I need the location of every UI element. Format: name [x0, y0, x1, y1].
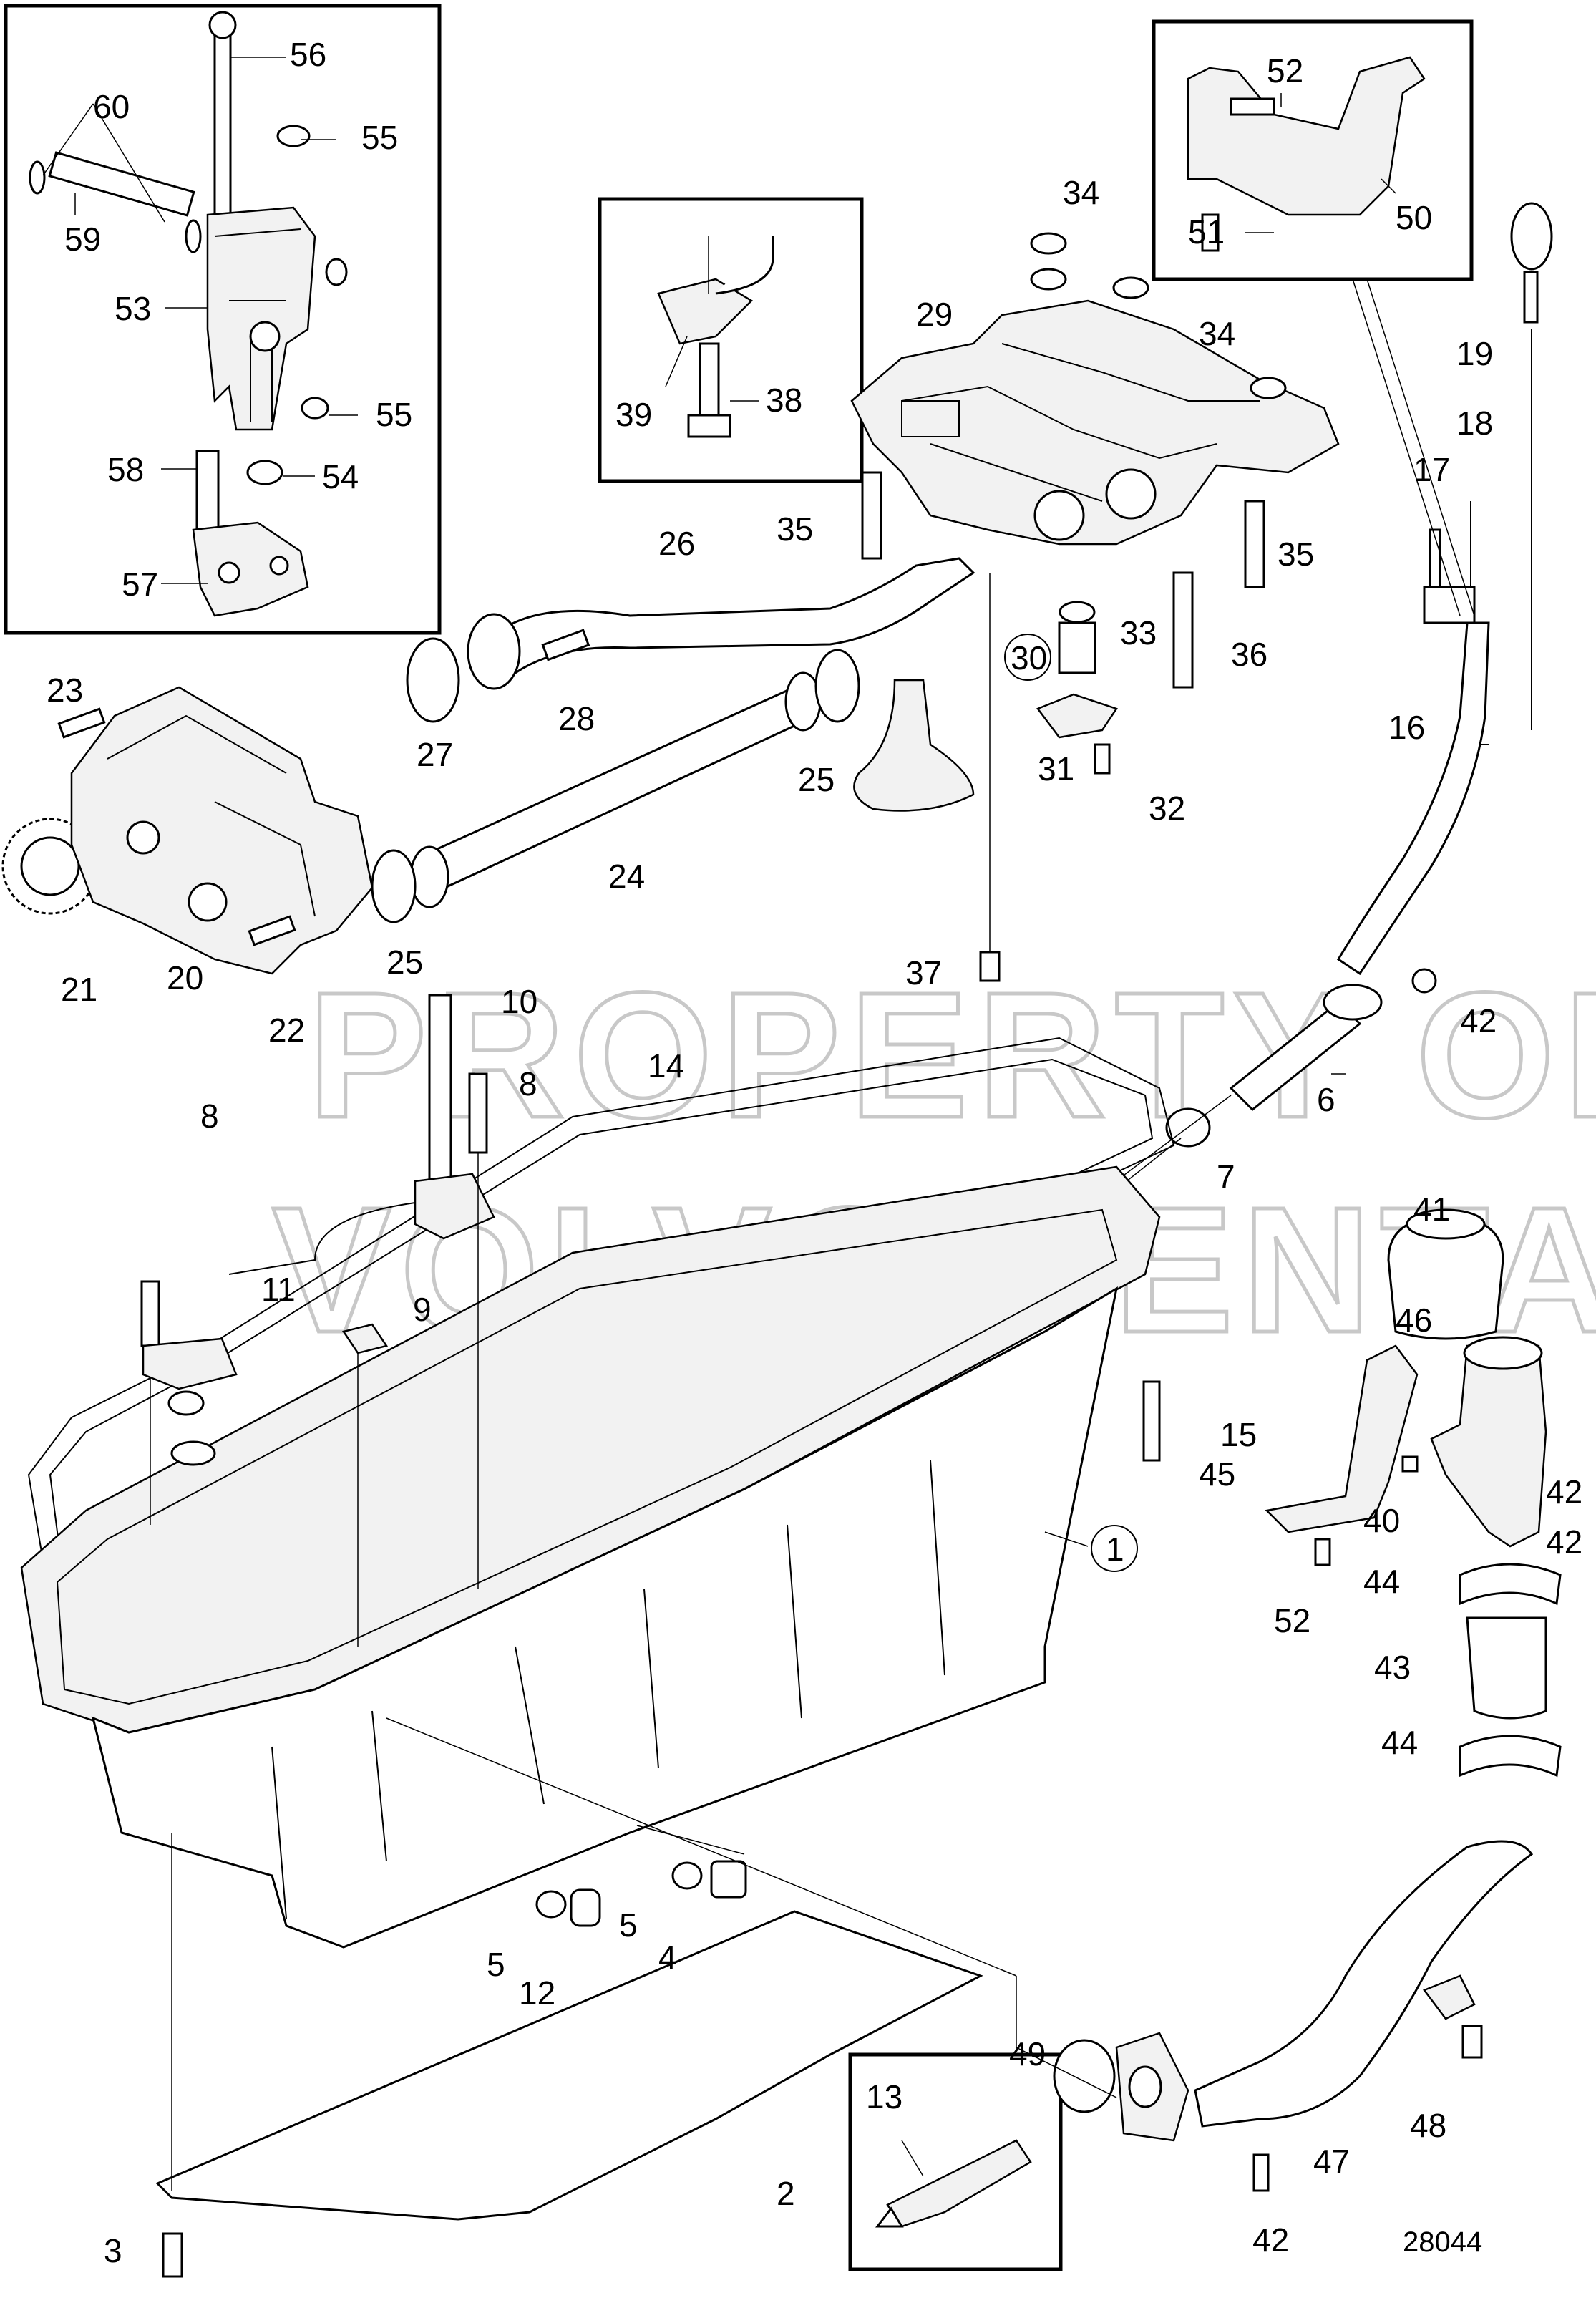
- callout-23: 23: [47, 671, 83, 709]
- callout-5b: 5: [619, 1906, 638, 1944]
- callout-47: 47: [1313, 2143, 1350, 2180]
- callout-36: 36: [1231, 636, 1267, 673]
- callout-8a: 8: [519, 1065, 537, 1102]
- inset-sealant: [848, 2052, 1063, 2271]
- callout-32: 32: [1149, 790, 1185, 827]
- callout-15: 15: [1220, 1416, 1257, 1453]
- callout-48: 48: [1410, 2107, 1446, 2144]
- callout-35b: 35: [1278, 535, 1314, 573]
- oil-pump-assembly: [1, 686, 374, 975]
- callout-14: 14: [648, 1047, 684, 1085]
- callout-55b: 55: [376, 396, 412, 433]
- callout-27: 27: [417, 736, 453, 773]
- callout-21: 21: [61, 971, 97, 1008]
- callout-8b: 8: [200, 1097, 219, 1135]
- callout-6: 6: [1317, 1081, 1335, 1118]
- inset-oil-pump: [4, 4, 442, 635]
- callout-1: 1: [1106, 1531, 1124, 1568]
- callout-3: 3: [104, 2232, 122, 2269]
- callout-58: 58: [107, 451, 144, 488]
- callout-49: 49: [1009, 2035, 1046, 2072]
- callout-labels: 56 60 55 59 53 55 58 54 57 38 39 52 50 5…: [47, 36, 1582, 2269]
- callout-28: 28: [558, 700, 595, 737]
- callout-35a: 35: [777, 510, 813, 548]
- callout-11: 11: [261, 1271, 296, 1308]
- callout-34b: 34: [1199, 315, 1235, 352]
- callout-16: 16: [1388, 709, 1425, 746]
- callout-10: 10: [501, 983, 537, 1020]
- callout-12: 12: [519, 1974, 555, 2012]
- callout-7: 7: [1217, 1158, 1235, 1196]
- callout-24: 24: [608, 858, 645, 895]
- oil-pan: [20, 994, 1175, 2278]
- callout-52b: 52: [1274, 1602, 1310, 1639]
- callout-57: 57: [122, 566, 158, 603]
- callout-55a: 55: [361, 119, 398, 156]
- callout-5a: 5: [487, 1946, 505, 1983]
- callout-38: 38: [766, 382, 802, 419]
- callout-22: 22: [268, 1012, 305, 1049]
- callout-42b: 42: [1546, 1473, 1582, 1511]
- callout-44a: 44: [1363, 1563, 1400, 1600]
- callout-30: 30: [1011, 639, 1047, 677]
- callout-18: 18: [1456, 404, 1493, 442]
- callout-59: 59: [64, 220, 101, 258]
- callout-41: 41: [1413, 1191, 1450, 1228]
- callout-53: 53: [115, 290, 151, 327]
- callout-4: 4: [658, 1939, 677, 1976]
- callout-33: 33: [1120, 614, 1157, 651]
- callout-45: 45: [1199, 1455, 1235, 1493]
- callout-13: 13: [866, 2078, 902, 2115]
- inset-bracket: [1152, 19, 1474, 281]
- callout-31: 31: [1038, 750, 1074, 787]
- callout-26: 26: [658, 525, 695, 562]
- callout-56: 56: [290, 36, 326, 73]
- callout-46: 46: [1396, 1301, 1432, 1339]
- callout-50: 50: [1396, 199, 1432, 236]
- callout-39: 39: [615, 396, 652, 433]
- callout-51: 51: [1188, 213, 1225, 251]
- callout-19: 19: [1456, 335, 1493, 372]
- callout-60: 60: [93, 88, 130, 125]
- callout-42c: 42: [1546, 1523, 1582, 1561]
- callout-20: 20: [167, 959, 203, 997]
- callout-2: 2: [777, 2175, 795, 2212]
- callout-9: 9: [413, 1291, 432, 1328]
- callout-42a: 42: [1460, 1002, 1497, 1039]
- callout-52a: 52: [1267, 52, 1303, 89]
- callout-44b: 44: [1381, 1724, 1418, 1761]
- inset-oil-pipe-bracket: [598, 197, 864, 483]
- pipes: [371, 557, 975, 923]
- callout-34a: 34: [1063, 174, 1099, 211]
- callout-42d: 42: [1252, 2221, 1289, 2259]
- callout-40: 40: [1363, 1502, 1400, 1539]
- callout-43: 43: [1374, 1649, 1411, 1686]
- callout-25a: 25: [798, 761, 835, 798]
- callout-25b: 25: [386, 944, 423, 981]
- oil-filler: [386, 1073, 1562, 2192]
- callout-29: 29: [916, 296, 953, 333]
- bearing-frame: [850, 232, 1340, 982]
- drawing-number: 28044: [1403, 2226, 1482, 2258]
- callout-54: 54: [322, 458, 359, 495]
- callout-17: 17: [1413, 451, 1450, 488]
- callout-37: 37: [905, 954, 942, 991]
